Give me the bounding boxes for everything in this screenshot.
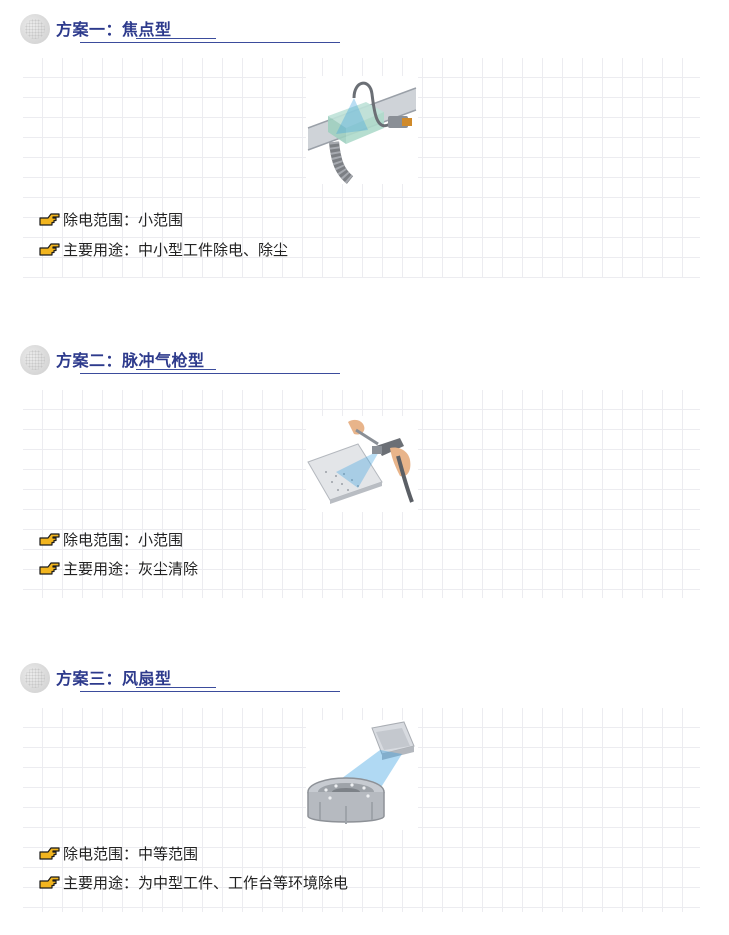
bullet-usage: 主要用途： 中小型工件除电、除尘 — [39, 238, 288, 260]
section-title: 方案三：风扇型 — [56, 669, 172, 688]
solution-card-3: 除电范围： 中等范围 主要用途： 为中型工件、工作台等环境除电 — [23, 708, 700, 912]
bullet-usage: 主要用途： 为中型工件、工作台等环境除电 — [39, 871, 348, 893]
ionizing-fan-illustration — [305, 720, 418, 830]
bullet-value: 灰尘清除 — [138, 559, 199, 578]
bullet-range: 除电范围： 小范围 — [39, 528, 183, 550]
pointing-hand-icon — [39, 211, 61, 227]
pointing-hand-icon — [39, 531, 61, 547]
bullet-label: 主要用途： — [63, 873, 139, 892]
bullet-value: 小范围 — [138, 210, 184, 229]
header-circle-icon — [20, 345, 50, 375]
bullet-label: 除电范围： — [63, 844, 139, 863]
pointing-hand-icon — [39, 241, 61, 257]
bullet-label: 主要用途： — [63, 559, 139, 578]
section-header-2: 方案二：脉冲气枪型 — [20, 345, 350, 379]
section-title: 方案二：脉冲气枪型 — [56, 351, 205, 370]
section-title: 方案一：焦点型 — [56, 20, 172, 39]
bullet-range: 除电范围： 小范围 — [39, 208, 183, 230]
title-rule — [80, 373, 340, 374]
pointing-hand-icon — [39, 874, 61, 890]
bullet-value: 为中型工件、工作台等环境除电 — [138, 873, 349, 892]
spot-ionizer-nozzle-illustration — [305, 76, 418, 184]
bullet-range: 除电范围： 中等范围 — [39, 842, 198, 864]
solution-card-1: 除电范围： 小范围 主要用途： 中小型工件除电、除尘 — [23, 58, 700, 278]
header-circle-icon — [20, 663, 50, 693]
solution-card-2: 除电范围： 小范围 主要用途： 灰尘清除 — [23, 390, 700, 598]
bullet-usage: 主要用途： 灰尘清除 — [39, 557, 198, 579]
bullet-value: 中等范围 — [138, 844, 199, 863]
pointing-hand-icon — [39, 560, 61, 576]
header-circle-icon — [20, 14, 50, 44]
bullet-label: 主要用途： — [63, 240, 139, 259]
title-underline — [136, 369, 216, 370]
title-rule — [80, 42, 340, 43]
title-underline — [136, 38, 216, 39]
bullet-label: 除电范围： — [63, 530, 139, 549]
bullet-value: 小范围 — [138, 530, 184, 549]
pointing-hand-icon — [39, 845, 61, 861]
bullet-value: 中小型工件除电、除尘 — [138, 240, 289, 259]
title-underline — [136, 687, 216, 688]
ionizing-air-gun-illustration — [305, 416, 418, 512]
section-header-3: 方案三：风扇型 — [20, 663, 350, 697]
bullet-label: 除电范围： — [63, 210, 139, 229]
title-rule — [80, 691, 340, 692]
section-header-1: 方案一：焦点型 — [20, 14, 350, 48]
